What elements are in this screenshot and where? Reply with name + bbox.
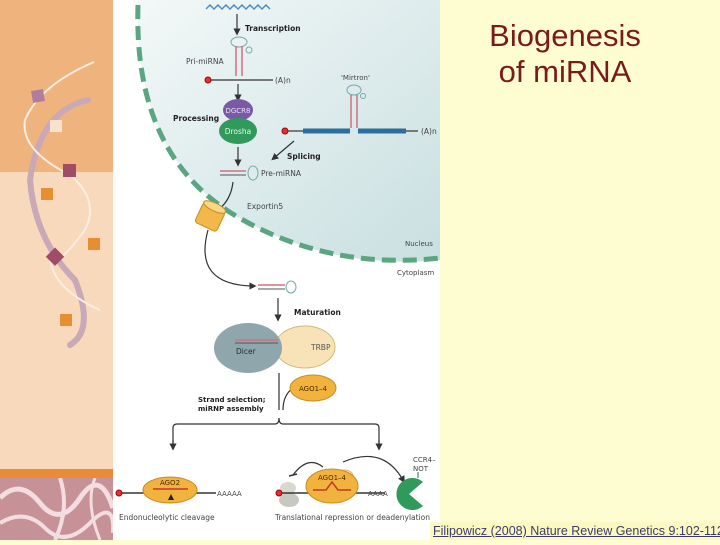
label-transcription: Transcription — [245, 24, 301, 33]
label-strand-selection: Strand selection; — [198, 396, 266, 404]
label-mirnp-assembly: miRNP assembly — [198, 405, 264, 413]
nuclear-membrane — [135, 4, 441, 263]
square-marker — [41, 188, 53, 200]
pri-mirna-hairpin — [204, 36, 273, 84]
label-translational-repression: Translational repression or deadenylatio… — [274, 513, 430, 522]
sidebar-top-block — [0, 0, 113, 172]
label-splicing: Splicing — [287, 152, 321, 161]
label-pre-mirna: Pre-miRNA — [261, 169, 302, 178]
label-ago2: AGO2 — [160, 479, 180, 487]
label-aaaa: AAAA — [368, 490, 388, 498]
slide-title: Biogenesis of miRNA — [450, 18, 680, 90]
sidebar-orange-band — [0, 469, 113, 478]
cytoplasmic-pre-mirna — [258, 280, 297, 294]
ago1-4-protein — [289, 374, 337, 402]
label-dgcr8: DGCR8 — [225, 107, 250, 115]
dna-icon — [205, 3, 271, 11]
exportin5-channel — [194, 200, 227, 232]
paisley-pattern-icon — [0, 477, 116, 541]
label-ccr4: CCR4– — [413, 456, 436, 464]
label-ago1-4: AGO1–4 — [299, 385, 328, 393]
label-ago1-4-complex: AGO1–4 — [318, 474, 347, 482]
label-not: NOT — [413, 465, 429, 473]
biogenesis-diagram: Transcription Pri-miRNA (A)n DGCR8 Drosh… — [115, 0, 441, 522]
title-line-2: of miRNA — [498, 54, 632, 89]
label-dicer: Dicer — [236, 347, 257, 356]
cleavage-site-icon — [168, 494, 174, 500]
square-marker — [63, 164, 76, 177]
label-pri-mirna: Pri-miRNA — [186, 57, 224, 66]
mirna-biogenesis-figure: Transcription Pri-miRNA (A)n DGCR8 Drosh… — [113, 0, 441, 540]
drosha-protein — [219, 118, 257, 144]
label-trbp: TRBP — [310, 343, 331, 352]
sidebar-pattern-block — [0, 477, 116, 541]
label-nucleus: Nucleus — [405, 240, 433, 248]
square-marker — [50, 120, 62, 132]
ribosome-small — [280, 482, 296, 494]
label-drosha: Drosha — [225, 127, 252, 136]
ago2-protein — [142, 476, 198, 504]
label-maturation: Maturation — [294, 308, 341, 317]
label-aaaaa: AAAAA — [217, 490, 242, 498]
pathway-branch — [172, 417, 380, 445]
label-mirtron: 'Mirtron' — [341, 74, 370, 82]
pre-mirna-hairpin — [220, 165, 259, 181]
square-marker — [31, 89, 45, 103]
label-poly-a-1: (A)n — [275, 76, 291, 85]
sidebar-middle-block — [0, 172, 113, 469]
label-exportin5: Exportin5 — [247, 202, 283, 211]
mirtron-transcript — [281, 84, 418, 135]
dgcr8-protein — [223, 99, 253, 121]
decorative-sidebar — [0, 0, 116, 541]
ribosome-large — [279, 493, 299, 507]
label-processing: Processing — [173, 114, 219, 123]
label-endonucleolytic-cleavage: Endonucleolytic cleavage — [119, 513, 215, 522]
title-line-1: Biogenesis — [489, 18, 641, 53]
ccr4-not-complex — [396, 477, 423, 510]
ago1-4-complex — [305, 468, 359, 504]
citation-link[interactable]: Filipowicz (2008) Nature Review Genetics… — [430, 522, 720, 540]
label-cytoplasm: Cytoplasm — [397, 269, 434, 277]
square-marker — [60, 314, 72, 326]
dicer-protein — [214, 323, 282, 373]
square-marker — [88, 238, 100, 250]
label-poly-a-2: (A)n — [421, 127, 437, 136]
dna-helix-decoration-icon — [23, 61, 101, 348]
